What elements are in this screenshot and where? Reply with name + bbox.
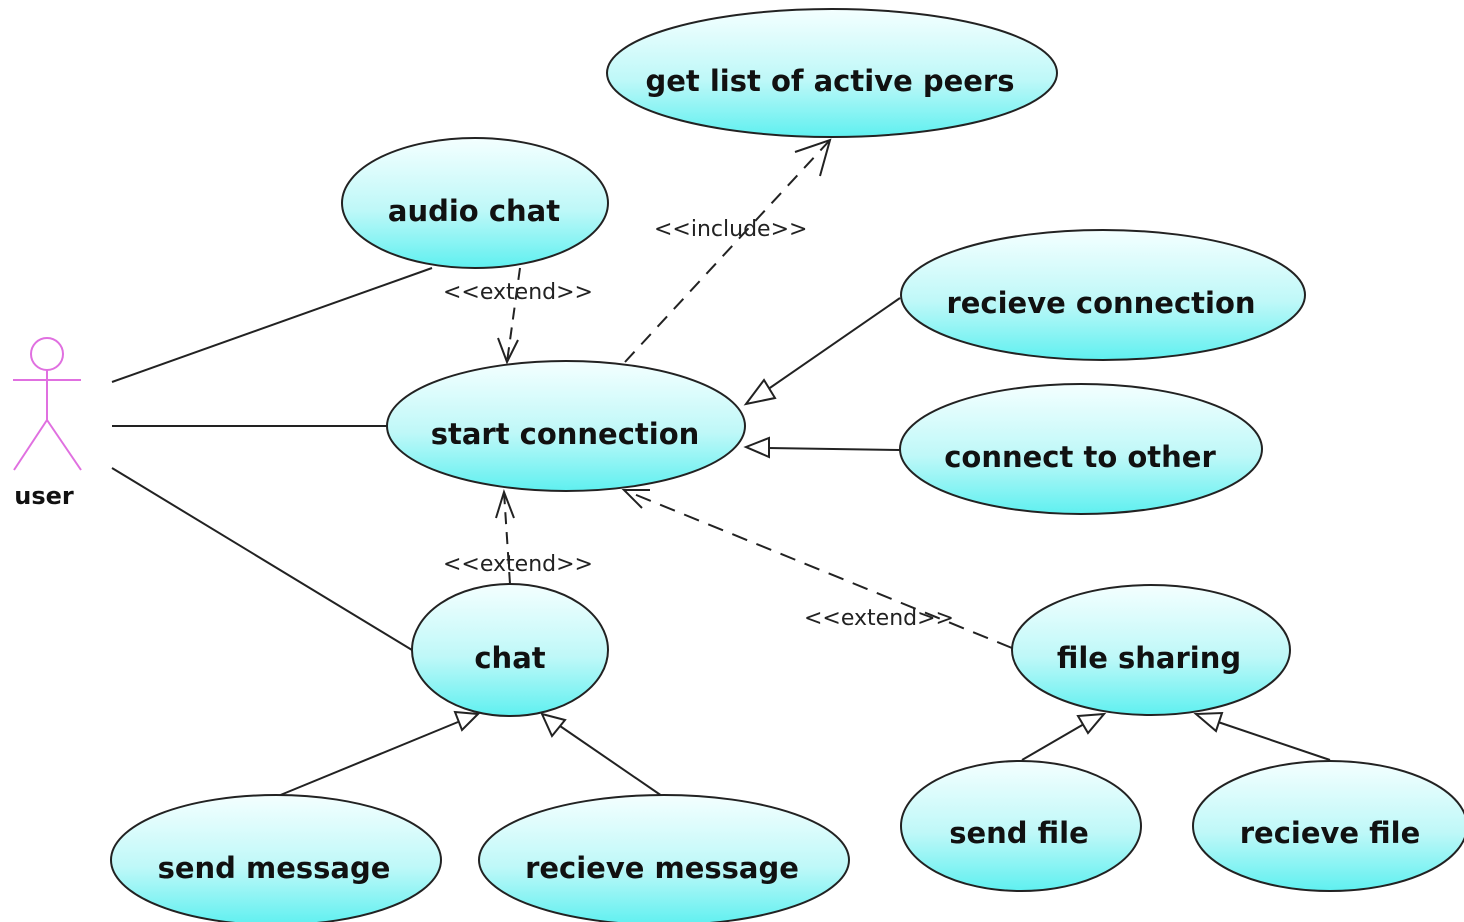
extend-audio-line bbox=[506, 267, 521, 363]
extend-chat-stereotype-label: <<extend>> bbox=[443, 552, 593, 577]
extend-chat-arrowhead bbox=[495, 488, 515, 519]
use-case-send-message[interactable] bbox=[110, 794, 442, 922]
include-arrow-line bbox=[624, 139, 831, 363]
generalization-recieve-message-head bbox=[540, 712, 567, 738]
extend-audio-arrowhead bbox=[497, 337, 519, 365]
generalization-recieve-connection-line bbox=[763, 297, 901, 393]
use-case-label-recieve-connection: recieve connection bbox=[946, 286, 1255, 320]
use-case-label-recieve-message: recieve message bbox=[525, 851, 799, 885]
actor-right-leg bbox=[46, 419, 82, 471]
extend-file-arrowhead bbox=[621, 489, 650, 509]
use-case-recieve-connection[interactable] bbox=[900, 229, 1306, 361]
use-case-recieve-file[interactable] bbox=[1192, 760, 1464, 892]
use-case-label-get-list: get list of active peers bbox=[645, 64, 1014, 98]
use-case-send-file[interactable] bbox=[900, 760, 1142, 892]
generalization-send-message-line bbox=[277, 721, 459, 797]
generalization-connect-other-line bbox=[767, 447, 901, 451]
generalization-send-file-head bbox=[1076, 712, 1107, 735]
extend-file-stereotype-label: <<extend>> bbox=[804, 606, 954, 631]
generalization-send-file-line bbox=[1021, 723, 1085, 761]
extend-chat-line bbox=[503, 491, 511, 585]
generalization-send-message-head bbox=[453, 710, 481, 732]
use-case-label-audio-chat: audio chat bbox=[388, 194, 560, 228]
association-user-audio-chat bbox=[111, 267, 433, 383]
use-case-label-start-connection: start connection bbox=[431, 417, 700, 451]
use-case-label-file-sharing: file sharing bbox=[1057, 641, 1241, 675]
generalization-recieve-file-head bbox=[1193, 711, 1224, 733]
use-case-label-connect-to-other: connect to other bbox=[944, 440, 1216, 474]
use-case-label-send-message: send message bbox=[158, 851, 391, 885]
include-stereotype-label: <<include>> bbox=[654, 217, 807, 242]
extend-file-line bbox=[623, 489, 1013, 649]
use-case-audio-chat[interactable] bbox=[341, 137, 609, 269]
extend-audio-stereotype-label: <<extend>> bbox=[443, 280, 593, 305]
actor-head bbox=[30, 337, 64, 371]
use-case-file-sharing[interactable] bbox=[1011, 584, 1291, 716]
use-case-recieve-message[interactable] bbox=[478, 794, 850, 922]
generalization-recieve-file-line bbox=[1217, 721, 1331, 761]
use-case-get-list-of-active-peers[interactable] bbox=[606, 8, 1058, 138]
use-case-start-connection[interactable] bbox=[386, 360, 746, 492]
use-case-chat[interactable] bbox=[411, 583, 609, 717]
actor-left-leg bbox=[13, 419, 48, 471]
actor-user bbox=[13, 337, 82, 471]
use-case-label-chat: chat bbox=[474, 641, 545, 675]
generalization-recieve-message-line bbox=[559, 725, 663, 797]
use-case-connect-to-other[interactable] bbox=[899, 383, 1263, 515]
use-case-label-send-file: send file bbox=[949, 816, 1089, 850]
actor-label: user bbox=[14, 482, 74, 510]
generalization-recieve-connection-head bbox=[743, 378, 777, 406]
association-user-chat bbox=[111, 467, 413, 651]
include-arrowhead bbox=[794, 138, 832, 177]
generalization-connect-other-head bbox=[743, 436, 770, 459]
use-case-label-recieve-file: recieve file bbox=[1240, 816, 1421, 850]
